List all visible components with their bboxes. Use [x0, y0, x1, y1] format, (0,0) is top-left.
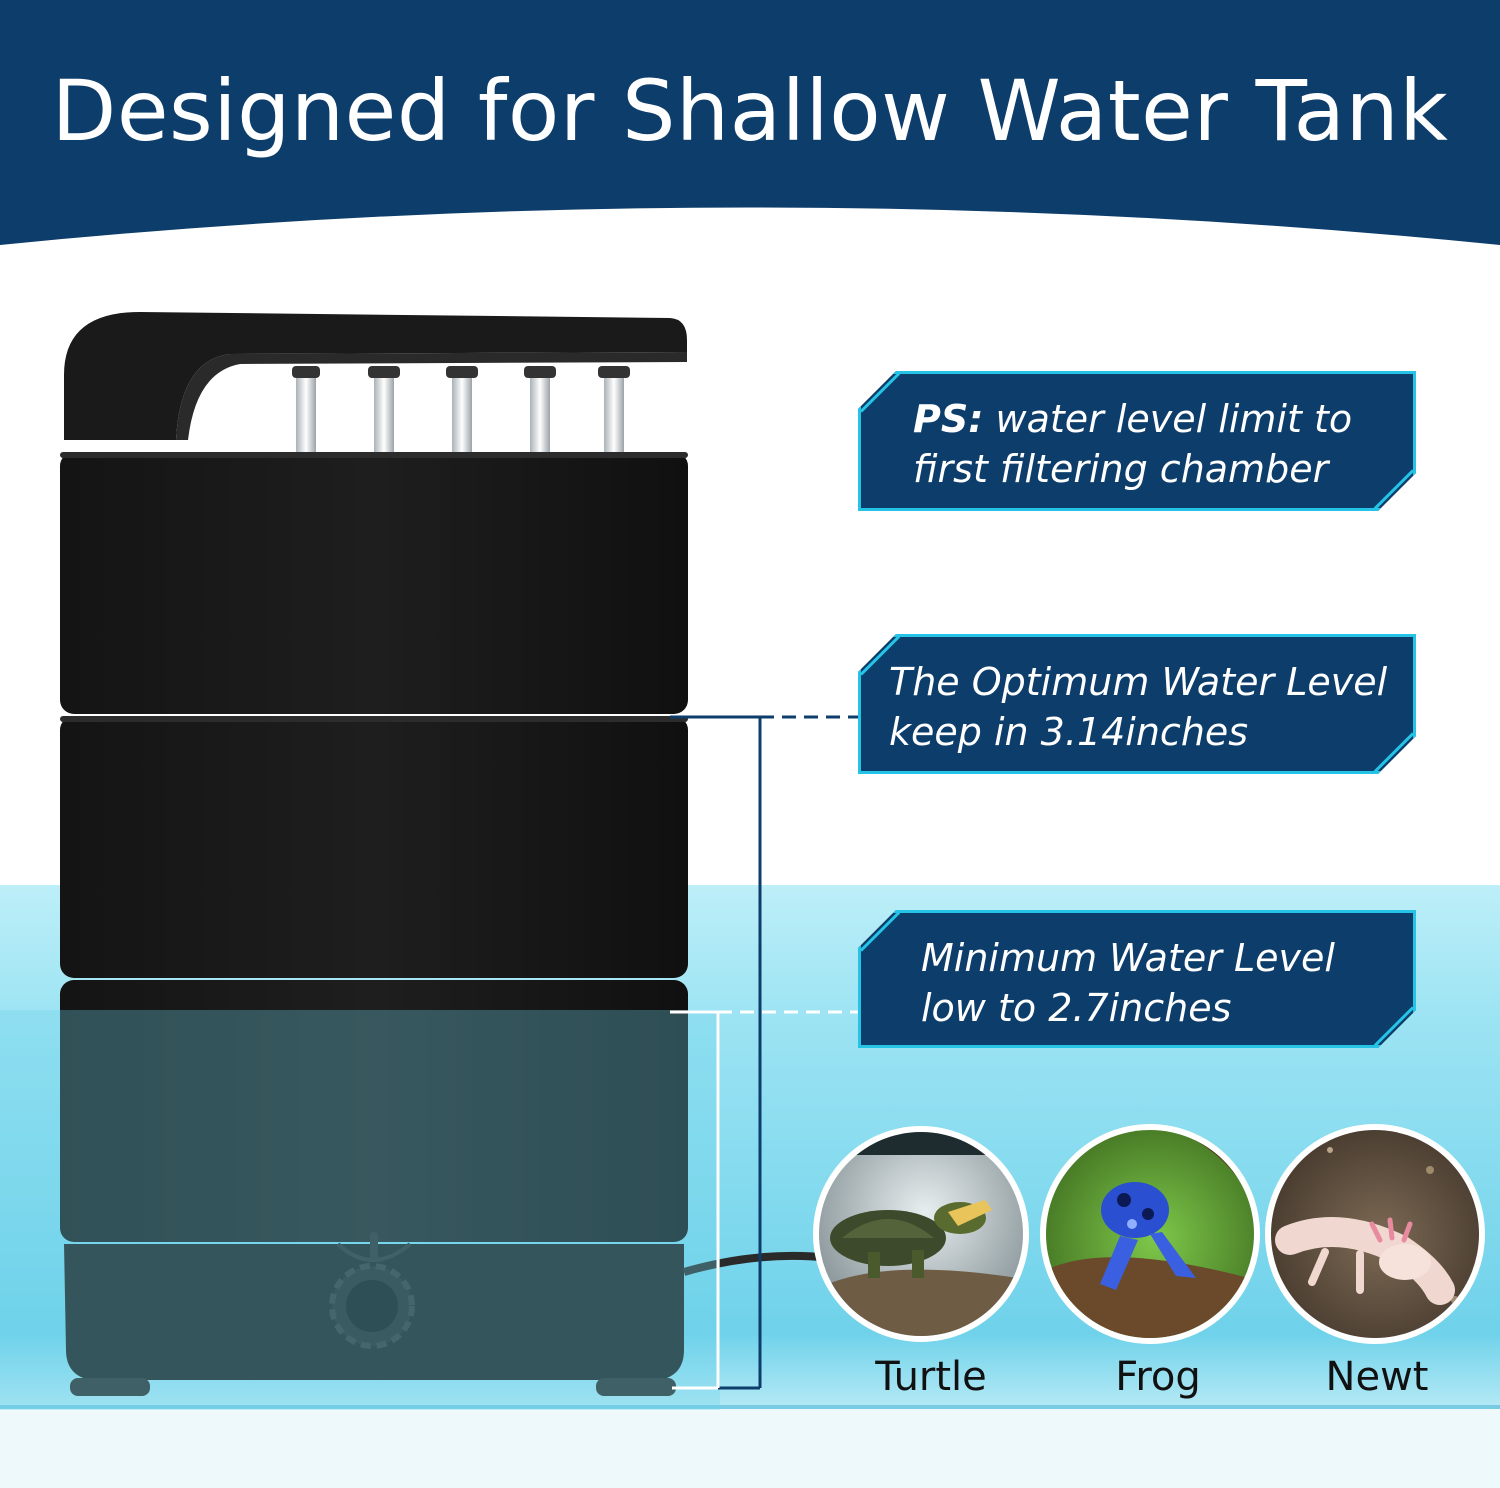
waterfall-outlets: [292, 366, 630, 452]
filter-device: [60, 312, 831, 1396]
ps-text-line1: water level limit to: [995, 397, 1353, 441]
optimum-line1: The Optimum Water Level: [889, 660, 1388, 704]
filter-chamber-3: [60, 980, 688, 1242]
callout-minimum-level: Minimum Water Level low to 2.7inches: [858, 910, 1416, 1048]
header-banner: Designed for Shallow Water Tank: [0, 0, 1500, 260]
label-frog: Frog: [1115, 1354, 1201, 1400]
header-background: [0, 0, 1500, 245]
frog-photo: [1040, 1124, 1260, 1344]
newt-photo: [1265, 1124, 1485, 1344]
filter-chamber-1: [60, 452, 688, 714]
filter-lid: [64, 312, 687, 440]
ps-label: PS:: [913, 397, 984, 441]
callout-optimum-level: The Optimum Water Level keep in 3.14inch…: [858, 634, 1416, 774]
label-turtle: Turtle: [875, 1354, 987, 1400]
power-cord: [682, 1251, 831, 1276]
ps-text-line2: first filtering chamber: [913, 447, 1329, 491]
turtle-photo: [813, 1126, 1029, 1342]
minimum-line2: low to 2.7inches: [921, 986, 1232, 1030]
water-level-markers: [670, 715, 858, 1390]
page-title: Designed for Shallow Water Tank: [51, 62, 1449, 160]
callout-water-limit: PS: water level limit to first filtering…: [858, 371, 1416, 511]
optimum-line2: keep in 3.14inches: [889, 710, 1249, 754]
label-newt: Newt: [1325, 1354, 1429, 1400]
filter-chamber-2: [60, 716, 688, 978]
minimum-line1: Minimum Water Level: [921, 936, 1335, 980]
